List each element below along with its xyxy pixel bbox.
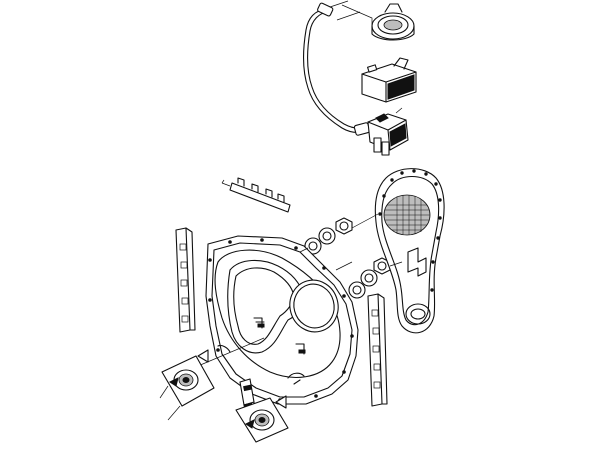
nut: [335, 217, 353, 235]
washer: [304, 237, 322, 255]
cable-harness: [303, 0, 371, 136]
round-connector: [371, 3, 415, 41]
washer: [318, 227, 336, 245]
assembly-lines: [197, 213, 403, 367]
rear-panel: [205, 235, 359, 405]
washer: [348, 281, 366, 299]
washer: [360, 269, 378, 287]
relay-module: [361, 57, 417, 103]
left-bracket: [175, 227, 196, 333]
switch-assembly: [367, 107, 409, 156]
duct-cover: [374, 168, 445, 334]
right-bracket: [367, 293, 388, 407]
roller-detail-left: [159, 349, 215, 421]
hinge-strip: [221, 177, 291, 213]
roller-detail-right: [235, 395, 289, 443]
